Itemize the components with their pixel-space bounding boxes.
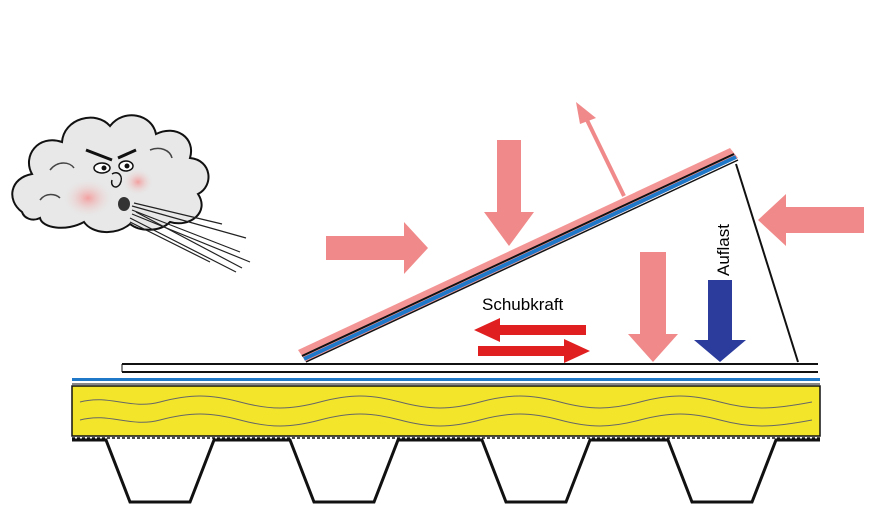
insulation-layer — [71, 385, 821, 439]
shear-arrow-right — [478, 339, 590, 363]
wind-arrow-horizontal-right — [758, 194, 864, 246]
shear-force-label: Schubkraft — [482, 295, 564, 314]
blowing-cloud-icon — [11, 114, 251, 273]
wind-pressure-arrows — [326, 140, 864, 362]
shear-force-arrows — [474, 318, 590, 363]
tilted-solar-panel — [298, 148, 739, 363]
wind-arrow-horizontal-left — [326, 222, 428, 274]
wind-uplift-arrow — [576, 102, 626, 197]
ballast-load-arrow — [694, 280, 746, 362]
mounting-base-plate — [121, 363, 818, 373]
trapezoidal-steel-deck — [72, 438, 820, 504]
wind-arrow-down-right — [628, 252, 678, 362]
roof-membrane — [72, 378, 820, 385]
wind-arrow-down-on-panel — [484, 140, 534, 246]
rear-support-strut — [735, 163, 799, 363]
shear-arrow-left — [474, 318, 586, 342]
ballast-load-label: Auflast — [714, 224, 733, 276]
